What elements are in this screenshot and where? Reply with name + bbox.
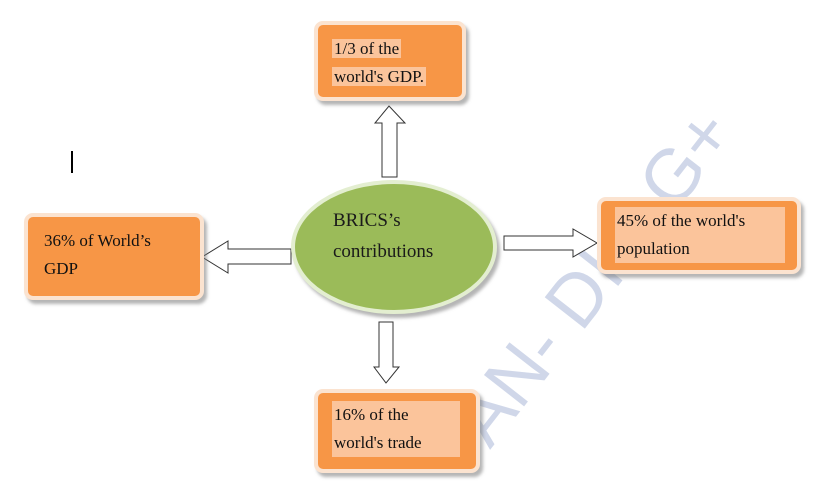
box-left-line2: GDP <box>44 259 79 278</box>
box-right-line2: population <box>615 235 785 263</box>
box-bottom-trade: 16% of the world's trade <box>314 389 480 473</box>
center-ellipse <box>291 180 497 314</box>
box-left-line1: 36% of World’s <box>44 231 151 250</box>
arrow-down <box>373 321 401 384</box>
box-bottom-line1: 16% of the <box>332 401 460 429</box>
box-bottom-line2: world's trade <box>332 429 460 457</box>
box-top-gdp-share: 1/3 of the world's GDP. <box>314 21 466 101</box>
box-top-line1: 1/3 of the <box>332 39 402 58</box>
arrow-up <box>373 105 407 178</box>
center-label-line2: contributions <box>333 241 434 262</box>
box-left-world-gdp: 36% of World’s GDP <box>24 213 204 300</box>
arrow-right <box>503 228 598 258</box>
watermark: AN- DIC-G+ 24 <box>437 120 813 450</box>
text-cursor <box>71 151 73 173</box>
box-right-population: 45% of the world's population <box>597 197 801 274</box>
center-label-line1: BRICS’s <box>333 210 401 231</box>
center-label: BRICS’s contributions <box>333 205 433 267</box>
box-right-line1: 45% of the world's <box>615 207 785 235</box>
arrow-left <box>201 240 292 274</box>
box-top-line2: world's GDP. <box>332 67 426 86</box>
